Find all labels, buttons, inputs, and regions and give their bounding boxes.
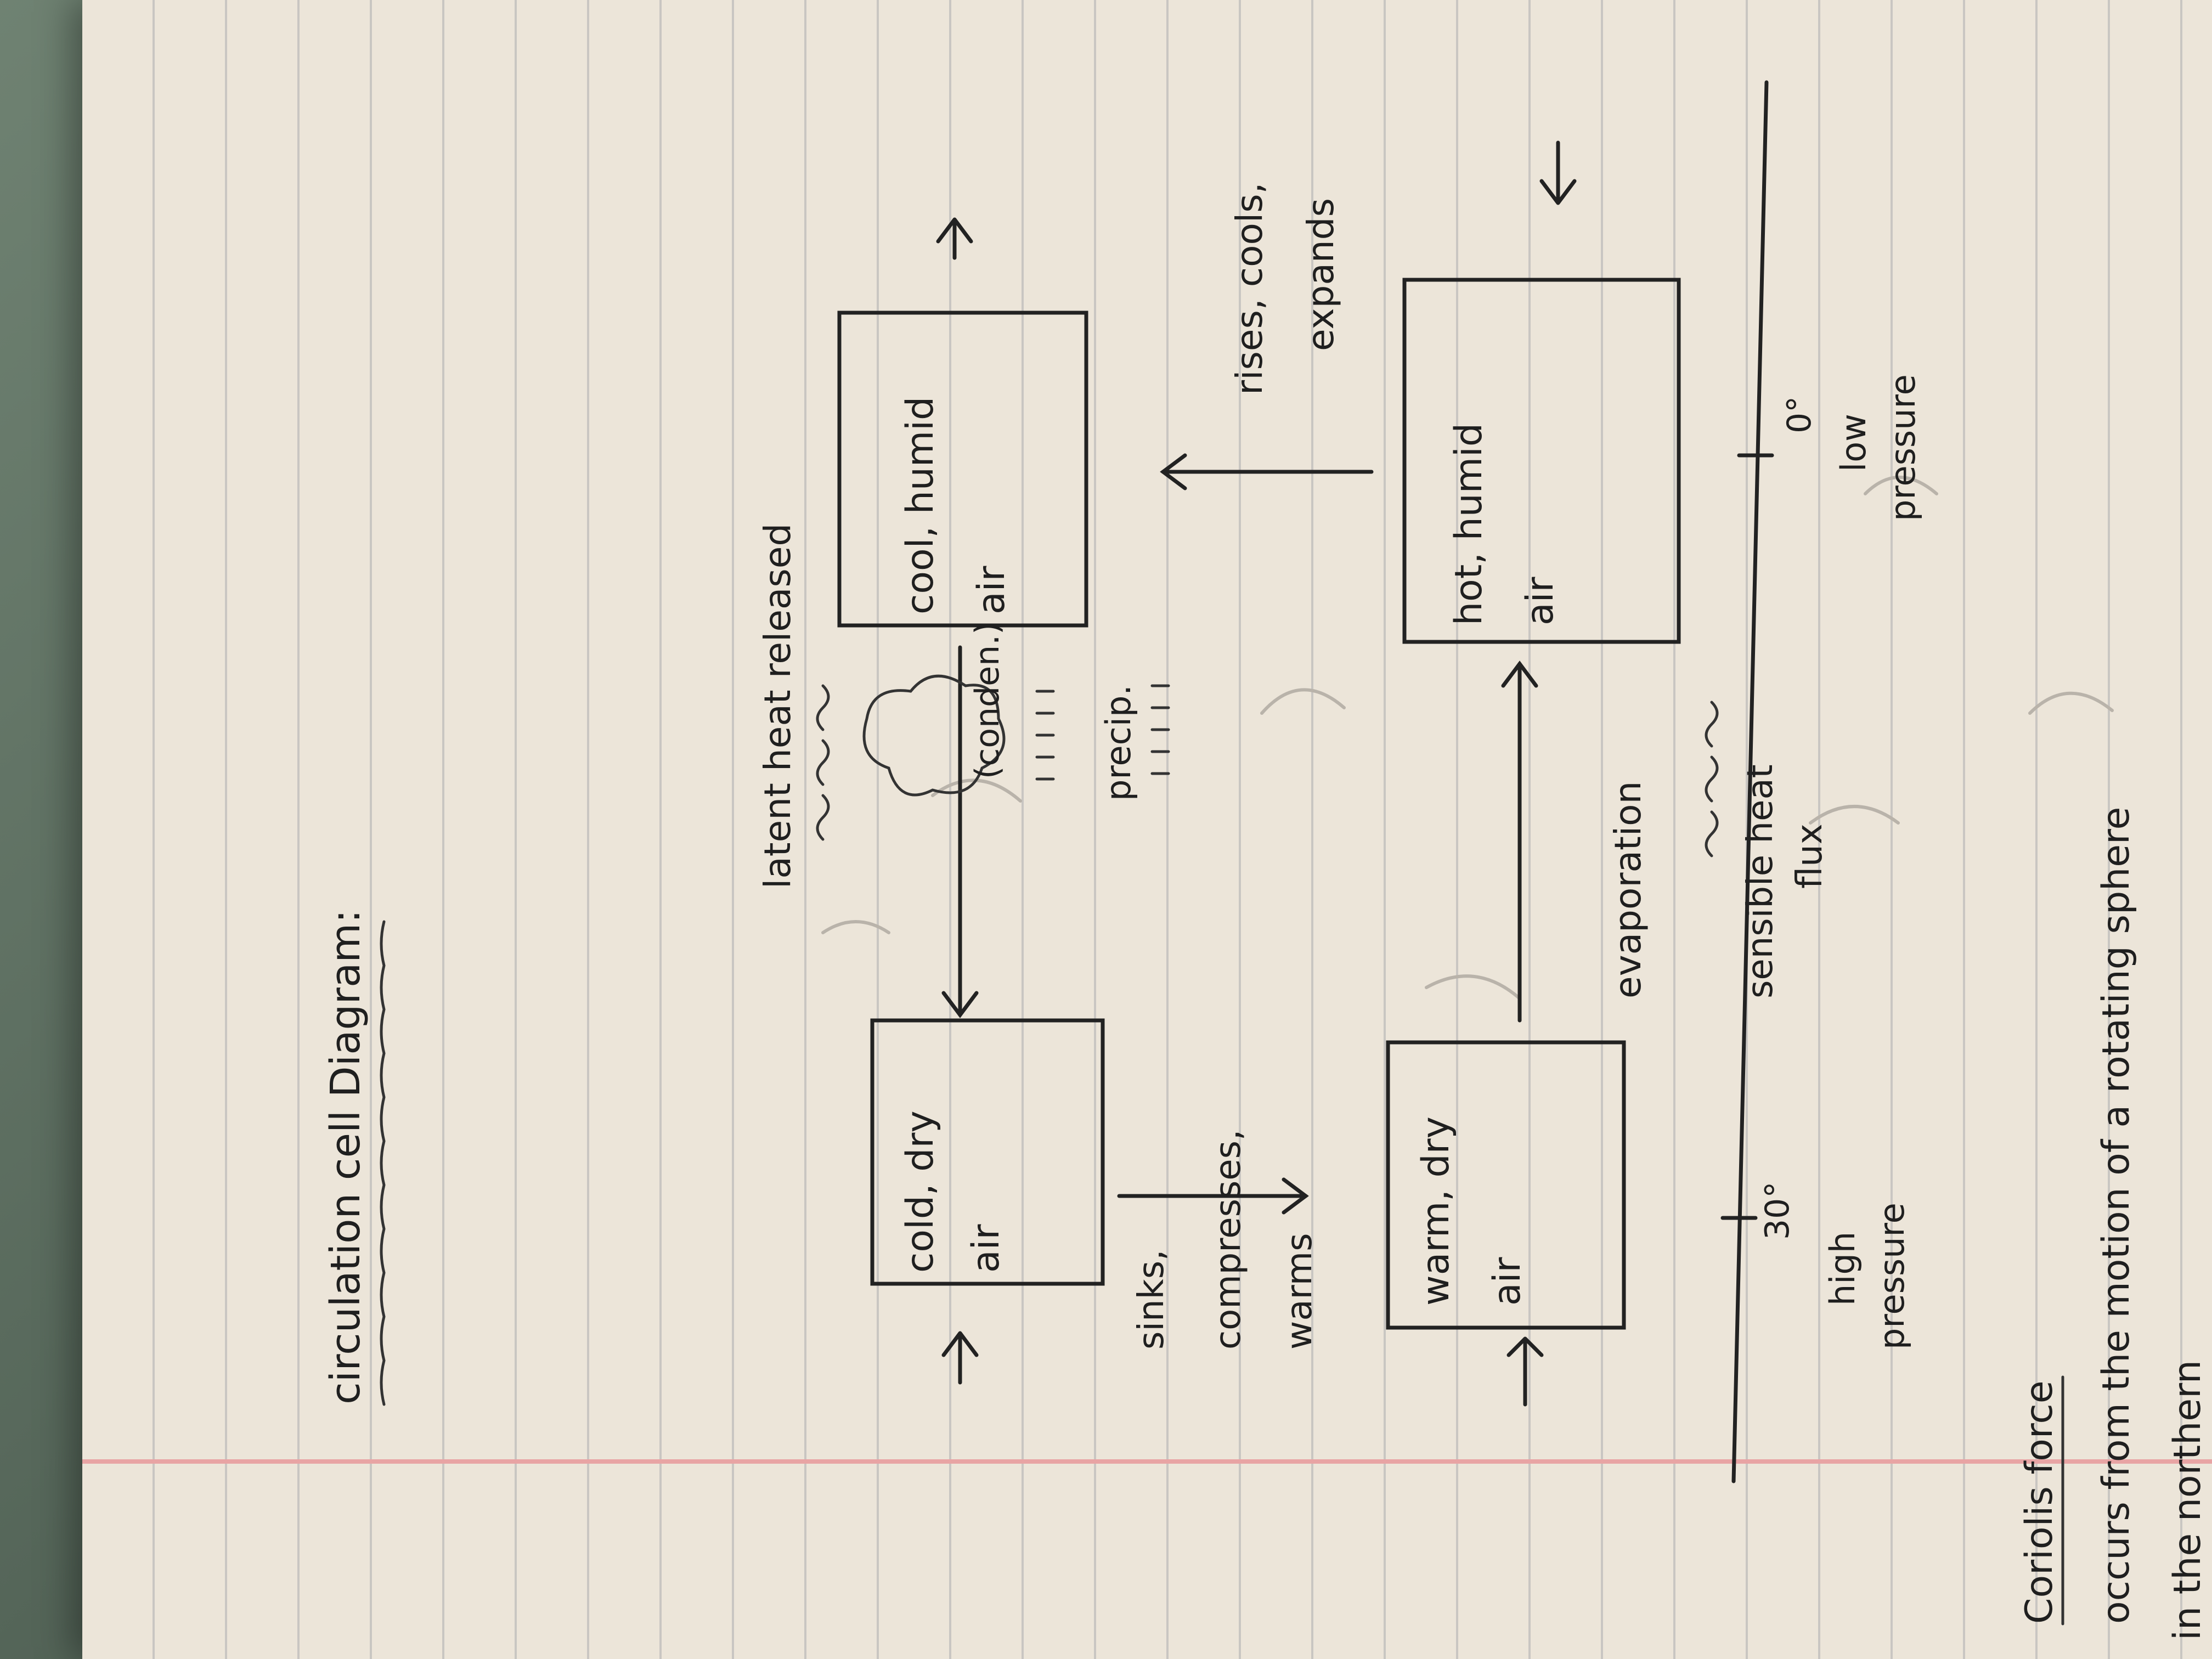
label-evaporation: evaporation bbox=[1607, 781, 1649, 998]
box-cool-humid-air bbox=[837, 311, 1088, 628]
box-warm-dry-air bbox=[1386, 1040, 1626, 1330]
margin-line bbox=[82, 1459, 2212, 1464]
box-warm-dry-air-line2: air bbox=[1486, 1257, 1529, 1306]
cloud-icon bbox=[862, 674, 1006, 797]
lower-left-outflow-arrow bbox=[1506, 1336, 1544, 1407]
sinking-arrowhead bbox=[1282, 1177, 1309, 1215]
upper-left-outflow-arrow bbox=[941, 1331, 979, 1385]
precipitation-marks bbox=[1035, 684, 1170, 781]
box-warm-dry-air-line1: warm, dry bbox=[1414, 1116, 1458, 1306]
label-sensible-heat-line2: flux bbox=[1790, 823, 1830, 889]
coriolis-title: Coriolis force bbox=[2018, 1380, 2061, 1624]
box-hot-humid-air-line1: hot, humid bbox=[1447, 423, 1491, 625]
label-precipitation: precip. bbox=[1098, 685, 1138, 801]
box-hot-humid-air-line2: air bbox=[1519, 577, 1562, 625]
surface-flow-arrowhead bbox=[1501, 661, 1538, 688]
upper-flow-arrowhead bbox=[941, 991, 979, 1018]
label-latitude-0: 0° bbox=[1780, 396, 1819, 433]
label-low-pressure-line2: pressure bbox=[1883, 374, 1923, 521]
box-cool-humid-air-line2: air bbox=[970, 566, 1013, 614]
latent-heat-squiggles bbox=[816, 684, 830, 841]
bleed-through-marks bbox=[821, 476, 2114, 1000]
label-sinks-line1: sinks, bbox=[1131, 1250, 1172, 1350]
label-low-pressure-line1: low bbox=[1833, 414, 1874, 472]
ground-line bbox=[1731, 80, 1769, 1483]
label-high-pressure-line2: pressure bbox=[1872, 1203, 1912, 1350]
label-sinks-line2: compresses, bbox=[1208, 1130, 1249, 1350]
label-latent-heat-released: latent heat released bbox=[757, 523, 799, 889]
box-cold-dry-air-line2: air bbox=[964, 1224, 1008, 1273]
coriolis-line2: in the northern bbox=[2166, 1360, 2209, 1640]
ruled-lines bbox=[82, 0, 2212, 1659]
notebook-page bbox=[82, 0, 2212, 1659]
coriolis-line1: occurs from the motion of a rotating sph… bbox=[2095, 807, 2138, 1624]
label-sinks-line3: warms bbox=[1279, 1233, 1320, 1350]
label-latitude-30: 30° bbox=[1758, 1182, 1797, 1240]
diagram-heading: circulation cell Diagram: bbox=[322, 910, 369, 1404]
heading-underline bbox=[380, 920, 386, 1406]
rising-arrowhead bbox=[1160, 453, 1187, 490]
label-rises-line2: expands bbox=[1300, 198, 1342, 351]
label-rises-line1: rises, cools, bbox=[1228, 182, 1271, 395]
box-cool-humid-air-line1: cool, humid bbox=[899, 397, 942, 614]
lower-right-outflow-arrow bbox=[1539, 140, 1577, 205]
evaporation-squiggles bbox=[1705, 701, 1719, 857]
box-hot-humid-air bbox=[1402, 278, 1681, 644]
box-cold-dry-air-line1: cold, dry bbox=[899, 1110, 942, 1273]
upper-right-outflow-arrow bbox=[936, 217, 973, 260]
label-condensation: (conden.) bbox=[968, 622, 1007, 779]
box-cold-dry-air bbox=[870, 1018, 1105, 1286]
label-high-pressure-line1: high bbox=[1822, 1232, 1863, 1306]
